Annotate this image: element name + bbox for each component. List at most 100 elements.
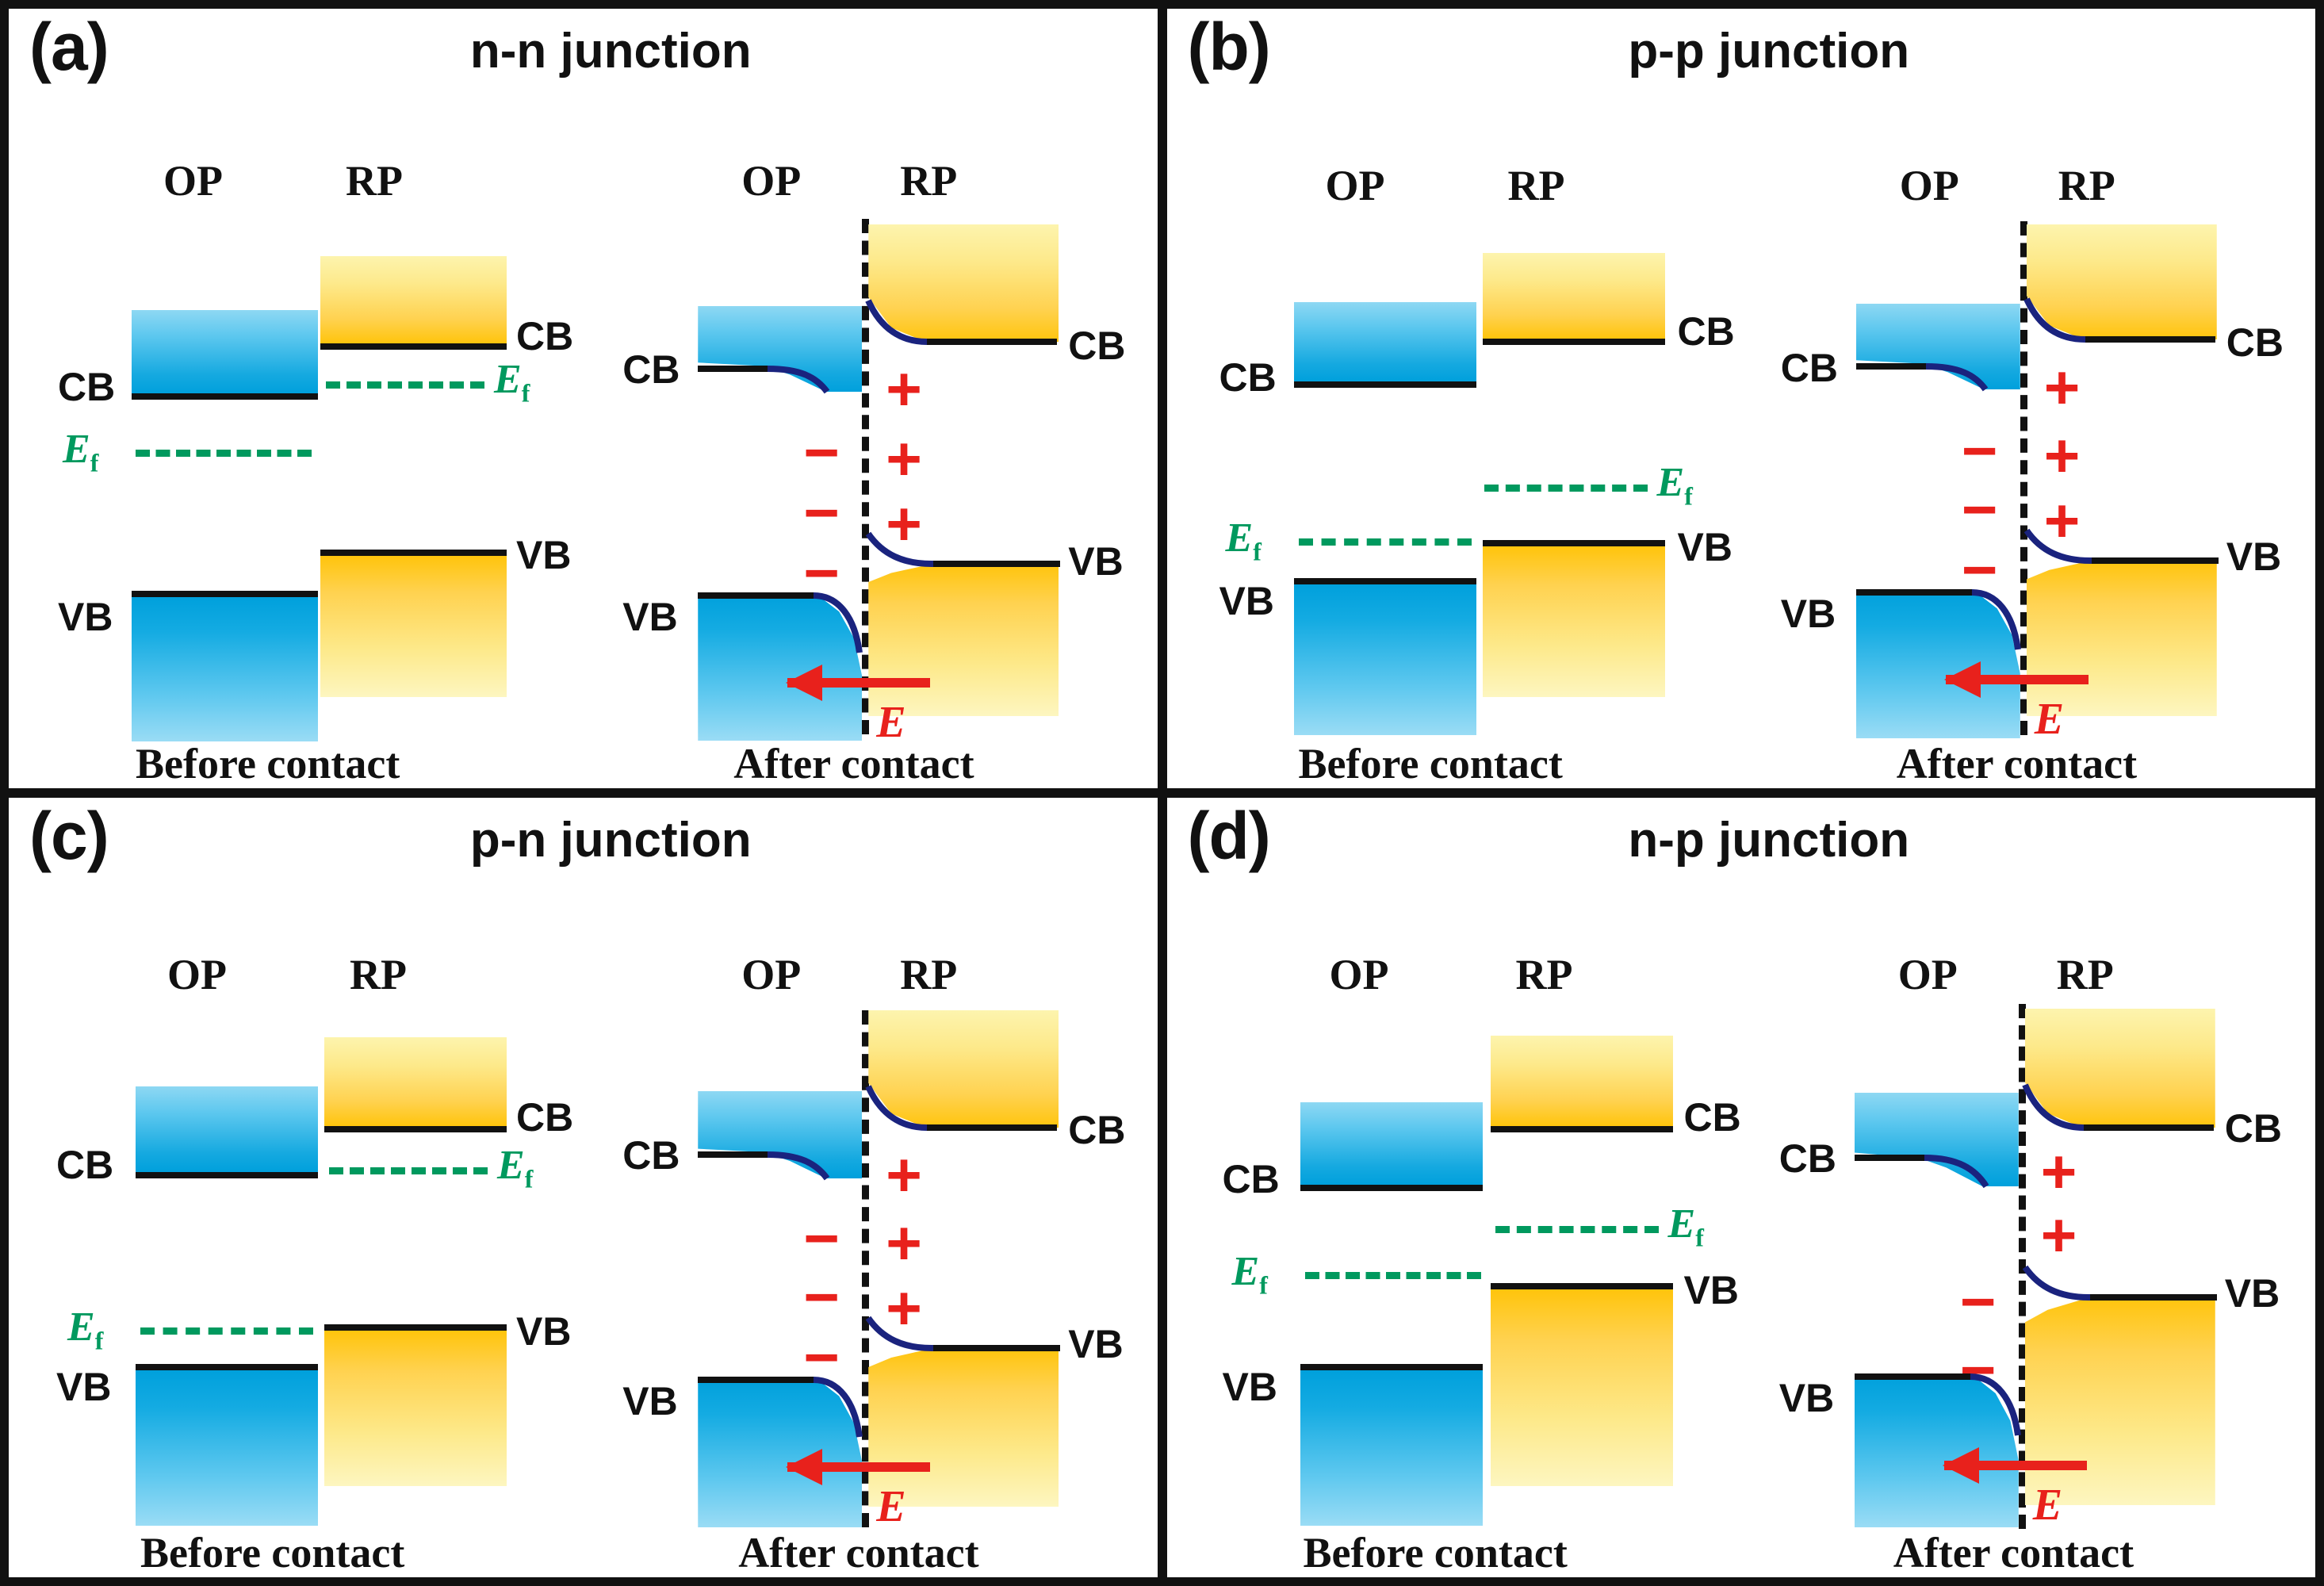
rp-vb-label-after: VB: [2224, 1271, 2280, 1316]
op-vb-block-after: [698, 1378, 863, 1527]
negative-charge-1: −: [803, 417, 840, 487]
op-fermi-level-line: [1298, 538, 1472, 546]
rp-cb-edge-line: [324, 1126, 507, 1132]
op-fermi-label: Ef: [1225, 515, 1262, 566]
after-contact-label: After contact: [1893, 1529, 2134, 1576]
positive-charge-1: +: [886, 354, 922, 423]
rp-cb-label-after: CB: [2224, 1106, 2282, 1151]
column-label-op-after: OP: [1897, 951, 1958, 998]
op-vb-edge-line: [132, 591, 318, 597]
junction-interface-line: [862, 1010, 870, 1527]
before-contact-label: Before contact: [136, 740, 400, 787]
rp-vb-edge-line: [1482, 540, 1665, 546]
rp-vb-bending-curve: [865, 1316, 1061, 1351]
op-vb-label: VB: [1219, 579, 1274, 623]
rp-vb-bending-curve: [2022, 1265, 2217, 1301]
op-vb-label: VB: [58, 595, 113, 639]
rp-fermi-label: Ef: [1656, 460, 1693, 511]
rp-cb-bending-curve: [865, 299, 1058, 345]
electric-field-arrow: [786, 665, 931, 701]
op-vb-edge-line: [1300, 1364, 1483, 1370]
op-vb-bending-curve: [698, 592, 863, 653]
rp-cb-block-after: [2026, 224, 2217, 339]
negative-charge-1: −: [803, 1203, 840, 1273]
rp-vb-edge-line: [320, 550, 507, 556]
op-vb-label: VB: [56, 1365, 112, 1409]
op-vb-label-after: VB: [1780, 592, 1836, 636]
op-cb-label-after: CB: [1778, 1136, 1836, 1181]
positive-charge-1: +: [2043, 352, 2081, 422]
op-cb-block-after: [1854, 1093, 2019, 1186]
op-vb-bending-curve: [1854, 1373, 2021, 1436]
rp-cb-bending-curve: [2023, 297, 2215, 343]
rp-vb-block-after: [2026, 561, 2217, 716]
rp-vb-label: VB: [1677, 525, 1732, 569]
rp-cb-label-after: CB: [1068, 324, 1126, 368]
electric-field-arrow: [1942, 1447, 2087, 1484]
op-valence-band-block: [1293, 578, 1476, 735]
op-cb-label-after: CB: [622, 1133, 680, 1178]
positive-charge-2: +: [2043, 420, 2081, 490]
rp-cb-bending-curve: [2022, 1083, 2214, 1131]
rp-fermi-label: Ef: [497, 1143, 534, 1193]
op-vb-edge-line: [136, 1364, 318, 1370]
op-cb-block-after: [698, 306, 863, 392]
op-cb-label: CB: [56, 1143, 114, 1187]
op-cb-block-after: [698, 1091, 863, 1178]
op-fermi-level-line: [136, 450, 312, 457]
column-label-op: OP: [167, 951, 227, 998]
panel-c-before-contact: OP RP CB CB Ef Ef VB: [9, 798, 583, 1577]
op-cb-bending-curve: [1854, 1155, 1989, 1189]
op-cb-label: CB: [1222, 1157, 1280, 1201]
rp-fermi-level-line: [1495, 1226, 1659, 1233]
after-contact-label: After contact: [733, 740, 974, 787]
op-conduction-band-block: [132, 310, 318, 400]
op-vb-label: VB: [1222, 1365, 1277, 1409]
rp-fermi-label: Ef: [1667, 1201, 1704, 1252]
op-conduction-band-block: [136, 1086, 318, 1178]
op-conduction-band-block: [1293, 302, 1476, 388]
before-contact-label: Before contact: [1298, 740, 1563, 787]
op-fermi-label: Ef: [63, 427, 99, 477]
panel-d-before-contact: OP RP CB CB Ef Ef VB: [1167, 798, 1741, 1577]
panel-c-after-contact: OP RP CB CB + + + − − −: [583, 798, 1157, 1577]
column-label-op: OP: [1329, 951, 1389, 998]
rp-fermi-level-line: [329, 1167, 488, 1174]
rp-conduction-band-block: [1490, 1036, 1673, 1132]
electric-field-label: E: [2034, 695, 2065, 744]
positive-charge-2: +: [2040, 1200, 2077, 1270]
rp-fermi-level-line: [1484, 485, 1648, 492]
op-cb-label-after: CB: [622, 347, 680, 392]
rp-conduction-band-block: [1482, 253, 1665, 345]
op-fermi-level-line: [140, 1327, 313, 1335]
rp-vb-block-after: [868, 564, 1059, 716]
rp-vb-bending-curve: [2023, 528, 2219, 564]
op-fermi-label: Ef: [67, 1304, 104, 1355]
op-vb-label-after: VB: [1778, 1376, 1835, 1420]
rp-valence-band-block: [1490, 1283, 1673, 1486]
column-label-rp-after: RP: [2058, 162, 2115, 209]
op-cb-edge-line: [132, 393, 318, 400]
column-label-op-after: OP: [741, 157, 802, 205]
op-vb-block-after: [698, 594, 863, 741]
panel-tag-c: (c): [29, 799, 109, 873]
rp-vb-label-after: VB: [1068, 1322, 1124, 1366]
rp-vb-block-after: [2024, 1297, 2215, 1505]
column-label-rp: RP: [350, 951, 407, 998]
panel-b-after-contact: OP RP CB CB + + + − − −: [1741, 9, 2315, 788]
panel-tag-a: (a): [29, 10, 109, 84]
rp-cb-label-after: CB: [2226, 320, 2284, 365]
column-label-rp-after: RP: [900, 157, 958, 205]
rp-cb-block-after: [2024, 1009, 2215, 1128]
rp-cb-label: CB: [516, 314, 574, 358]
negative-charge-2: −: [1961, 474, 1998, 544]
junction-interface-line: [2020, 221, 2027, 735]
positive-charge-3: +: [886, 488, 922, 558]
electric-field-label: E: [2032, 1481, 2063, 1530]
op-cb-edge-line: [1300, 1185, 1483, 1191]
panel-b-before-contact: OP RP CB CB Ef Ef VB: [1167, 9, 1741, 788]
before-contact-label: Before contact: [140, 1529, 405, 1576]
rp-valence-band-block: [1482, 540, 1665, 697]
negative-charge-2: −: [803, 477, 840, 547]
